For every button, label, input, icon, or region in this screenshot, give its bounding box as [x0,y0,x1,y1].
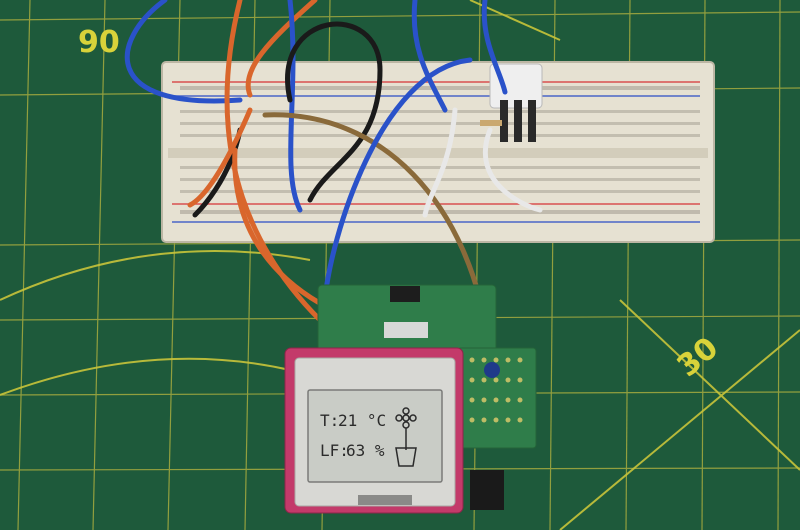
wire-blue-shield [322,57,473,303]
lcd-humidity-value: 63 % [346,441,385,460]
wire-black-loop [285,21,383,203]
lcd-temp-value: 21 °C [338,411,386,430]
wires [124,0,543,353]
ruler-number-90: 90 [78,25,120,60]
lcd-temp-label: T: [320,411,339,430]
lcd-module: T: 21 °C LF: 63 % [284,347,464,514]
flower-icon [395,407,417,467]
lcd-screen [307,389,443,483]
power-jack [470,470,504,510]
resistor [480,120,502,126]
wire-white-left [422,107,458,218]
potentiometer [484,362,500,378]
wire-white-right [482,127,543,213]
sensor-module [480,63,543,142]
wire-blue-sensor [481,0,508,95]
wire-orange-long [224,0,323,323]
wire-blue-left [124,0,243,104]
wire-blue-mid [287,0,303,213]
wire-orange-top [245,0,318,98]
lcd-humidity-label: LF: [320,441,349,460]
wire-blue-right [411,0,448,113]
breadboard [161,61,715,243]
wire-orange-short [187,107,253,208]
